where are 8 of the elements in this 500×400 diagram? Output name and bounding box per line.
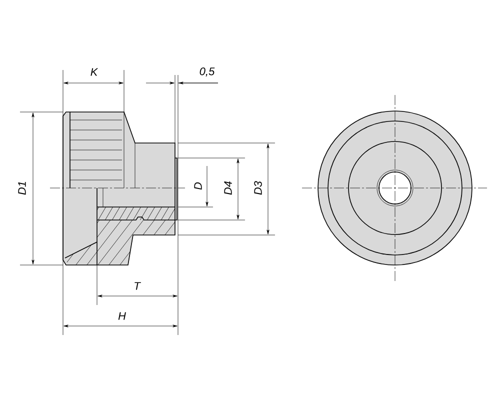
dimension-label: D3 xyxy=(254,181,262,195)
dimension-label: T xyxy=(134,282,142,290)
dimension-label: D1 xyxy=(18,182,26,195)
dimension-label: D xyxy=(194,182,202,190)
dimension-label: H xyxy=(118,312,126,320)
dimension-label: D4 xyxy=(224,181,232,195)
dimension-label: 0,5 xyxy=(200,67,215,77)
dimension-label: K xyxy=(90,68,98,76)
